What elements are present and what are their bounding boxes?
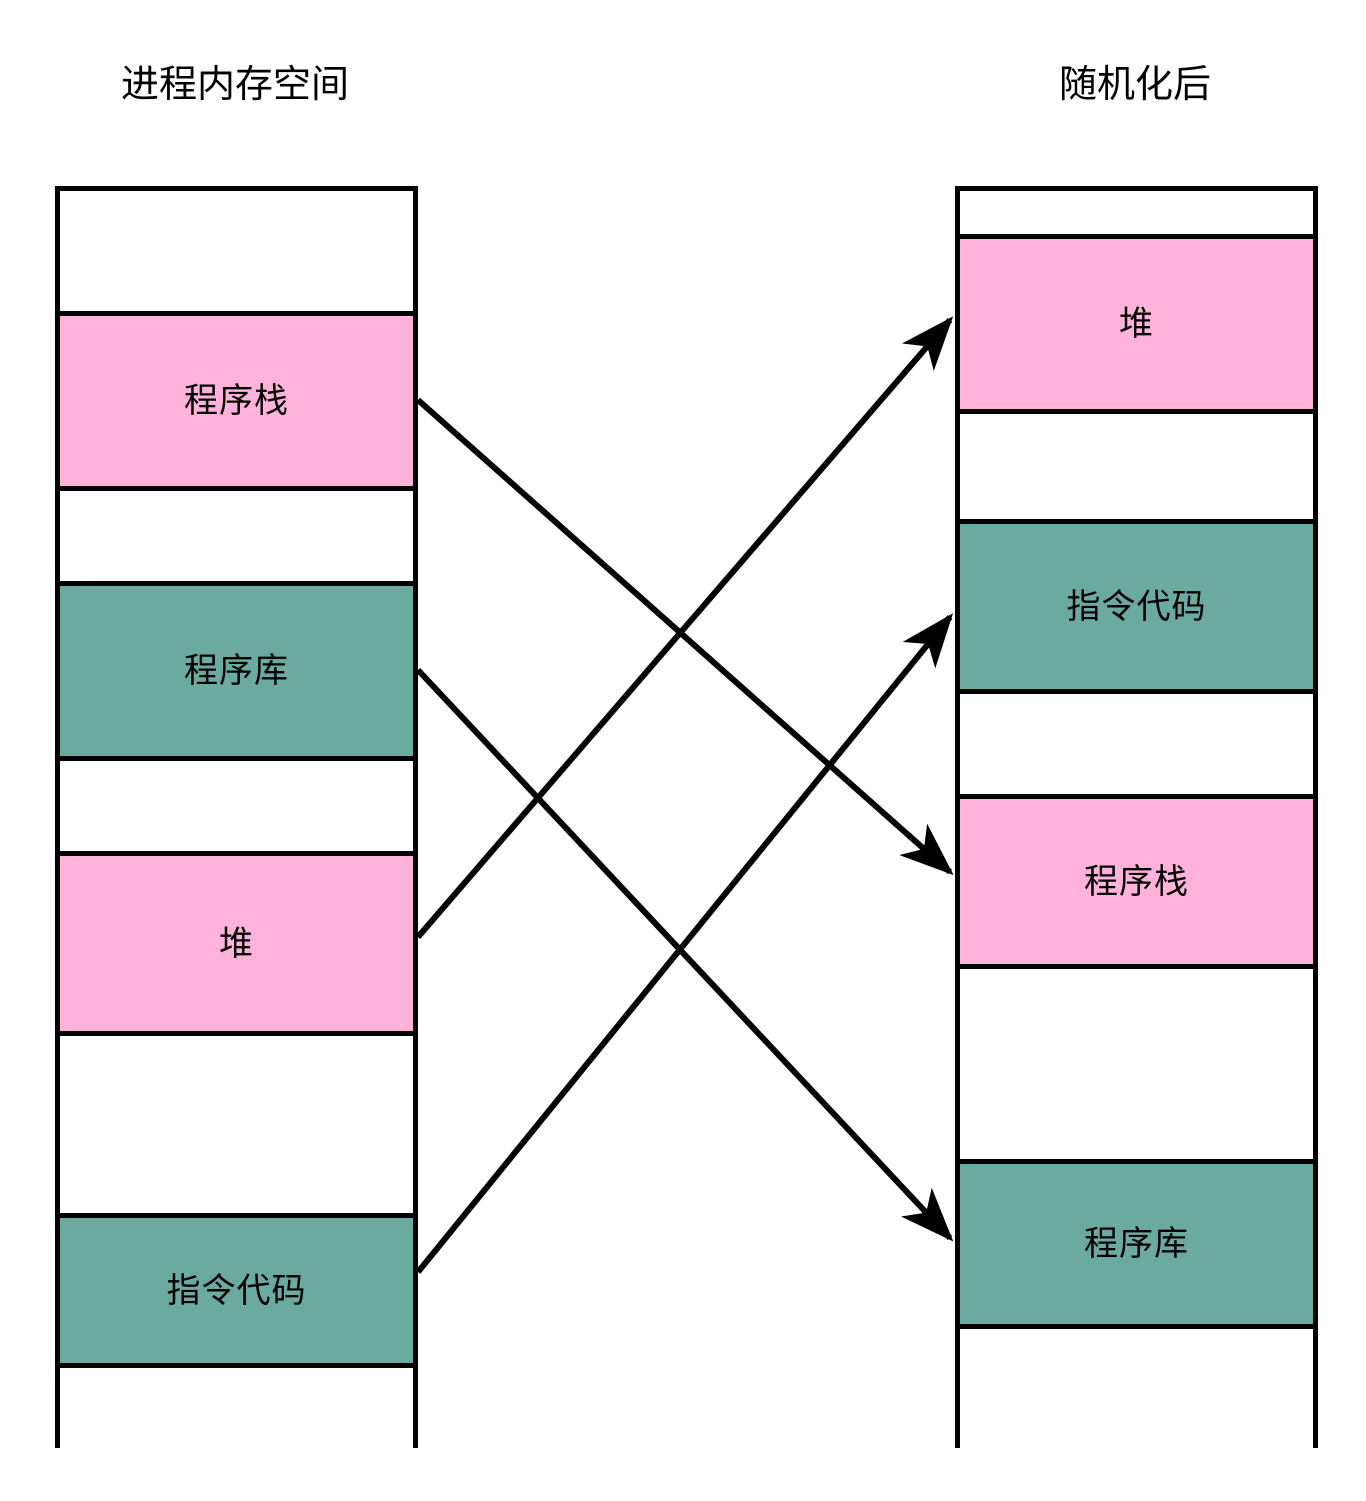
left-memory-segment: 指令代码 — [60, 1213, 413, 1368]
segment-label: 程序栈 — [184, 382, 289, 420]
segment-label: 程序栈 — [1084, 862, 1189, 901]
right-memory-gap — [960, 694, 1313, 794]
segment-label: 指令代码 — [166, 1271, 307, 1310]
right-memory-gap — [960, 1329, 1313, 1453]
segment-label: 指令代码 — [1066, 587, 1207, 626]
left-memory-segment: 程序库 — [60, 581, 413, 761]
left-memory-gap — [60, 761, 413, 851]
segment-label: 程序库 — [184, 652, 289, 690]
right-memory-segment: 堆 — [960, 234, 1313, 414]
left-memory-gap — [60, 191, 413, 311]
mapping-arrow-heap-to-heap — [415, 316, 954, 939]
mapping-arrow-code-to-code — [415, 613, 954, 1274]
left-memory-gap — [60, 1036, 413, 1213]
segment-label: 堆 — [219, 924, 254, 963]
left-memory-segment: 程序栈 — [60, 311, 413, 491]
process-memory-column: 程序栈程序库堆指令代码 — [55, 186, 418, 1453]
left-column-title: 进程内存空间 — [120, 64, 349, 106]
left-memory-gap — [60, 1368, 413, 1453]
right-memory-gap — [960, 191, 1313, 234]
right-memory-segment: 指令代码 — [960, 519, 1313, 694]
right-memory-gap — [960, 969, 1313, 1159]
segment-label: 堆 — [1119, 305, 1154, 343]
mapping-arrow-stack-to-stack — [416, 397, 954, 876]
segment-label: 程序库 — [1084, 1225, 1189, 1263]
right-memory-segment: 程序库 — [960, 1159, 1313, 1329]
left-memory-gap — [60, 491, 413, 581]
left-memory-segment: 堆 — [60, 851, 413, 1036]
right-memory-segment: 程序栈 — [960, 794, 1313, 969]
mapping-arrow-library-to-library — [415, 667, 954, 1242]
right-column-title: 随机化后 — [1058, 64, 1211, 106]
right-memory-gap — [960, 414, 1313, 519]
randomized-memory-column: 堆指令代码程序栈程序库 — [955, 186, 1318, 1453]
